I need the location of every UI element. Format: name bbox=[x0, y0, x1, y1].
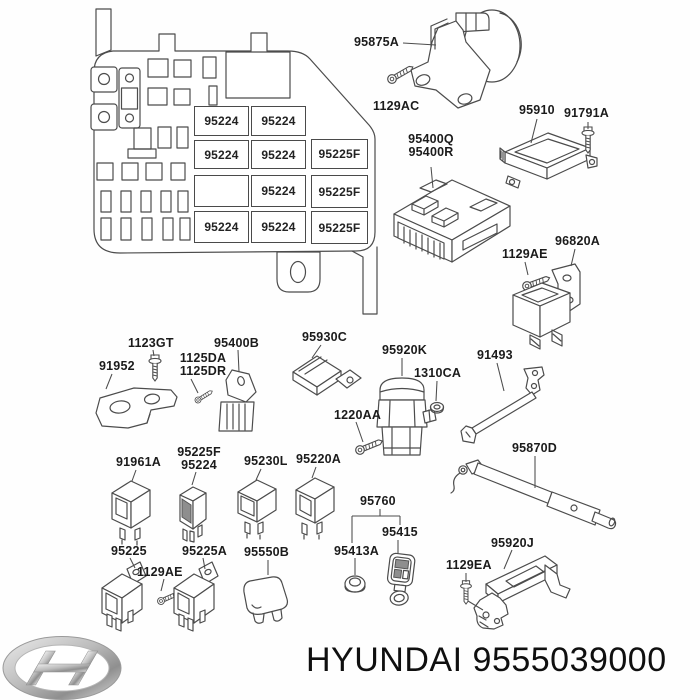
callout-1220aa: 1220AA bbox=[334, 408, 382, 422]
drawing-95413a-grommet bbox=[344, 575, 366, 593]
drawing-95550b-relay bbox=[243, 576, 289, 624]
callout-95550b: 95550B bbox=[244, 545, 289, 559]
fuse-cell-r2c3: 95225F bbox=[311, 139, 368, 169]
fuse-cell-r4c2: 95224 bbox=[251, 211, 306, 243]
callout-95225f: 95225F bbox=[177, 445, 221, 459]
hyundai-logo-icon bbox=[2, 636, 122, 700]
callout-95400r: 95400R bbox=[408, 145, 454, 159]
drawing-91961a-relay bbox=[111, 480, 151, 546]
fuse-cell-r3c2: 95224 bbox=[251, 175, 306, 207]
callout-96820a: 96820A bbox=[555, 234, 600, 248]
drawing-95875a-pump bbox=[410, 9, 522, 109]
callout-1129ae-top: 1129AE bbox=[502, 247, 548, 261]
callout-95224: 95224 bbox=[181, 458, 217, 472]
callout-1125dr: 1125DR bbox=[179, 364, 227, 378]
callout-95230l: 95230L bbox=[244, 454, 288, 468]
callout-95920j: 95920J bbox=[491, 536, 534, 550]
callout-95930c: 95930C bbox=[302, 330, 347, 344]
drawing-95230l-relay bbox=[237, 479, 277, 540]
fuse-cell-r2c1: 95224 bbox=[194, 140, 249, 169]
callout-95920k: 95920K bbox=[382, 343, 427, 357]
callout-95400b: 95400B bbox=[214, 336, 259, 350]
fuse-cell-r1c2: 95224 bbox=[251, 106, 306, 136]
callout-95225a: 95225A bbox=[182, 544, 227, 558]
drawing-95225a-relay bbox=[173, 561, 219, 632]
callout-95870d: 95870D bbox=[512, 441, 557, 455]
callout-95760: 95760 bbox=[360, 494, 396, 508]
callout-91961a: 91961A bbox=[116, 455, 161, 469]
callout-1129ae-bottom: 1129AE bbox=[137, 565, 183, 579]
drawing-95225-relay bbox=[101, 561, 147, 632]
fuse-cell-r4c1: 95224 bbox=[194, 211, 249, 243]
drawing-95220a-relay bbox=[295, 477, 335, 540]
callout-95400q-95400r: 95400Q 95400R bbox=[396, 133, 466, 159]
callout-95415: 95415 bbox=[382, 525, 418, 539]
callout-95400q: 95400Q bbox=[408, 132, 454, 146]
callout-91791a: 91791A bbox=[564, 106, 609, 120]
fuse-cell-r2c2: 95224 bbox=[251, 140, 306, 169]
drawing-95920k-pump bbox=[376, 377, 437, 456]
drawing-91493-bracket bbox=[460, 366, 545, 444]
fuse-cell-r1c1: 95224 bbox=[194, 106, 249, 136]
fuse-cell-r3c1-blank bbox=[194, 175, 249, 207]
drawing-95400b-sensor bbox=[218, 369, 257, 432]
callout-91493: 91493 bbox=[477, 348, 513, 362]
drawing-1220aa-screw bbox=[353, 436, 385, 457]
drawing-96820a-bracket-relay bbox=[512, 263, 581, 350]
drawing-95930c-sensor bbox=[292, 355, 362, 396]
fuse-cell-r4c3: 95225F bbox=[311, 211, 368, 244]
callout-91952: 91952 bbox=[99, 359, 135, 373]
callout-1310ca: 1310CA bbox=[414, 366, 462, 380]
drawing-1129ea-bolt bbox=[460, 580, 472, 605]
drawing-1123gt-bolt bbox=[148, 354, 162, 382]
callout-1125da-1125dr: 1125DA 1125DR bbox=[174, 352, 232, 378]
drawing-95400q-module bbox=[393, 179, 511, 263]
drawing-1129ac-screw bbox=[385, 62, 416, 86]
fuse-cell-r3c3: 95225F bbox=[311, 175, 368, 208]
callout-1125da: 1125DA bbox=[179, 351, 227, 365]
callout-95413a: 95413A bbox=[334, 544, 379, 558]
callout-95220a: 95220A bbox=[296, 452, 341, 466]
brand-name: HYUNDAI bbox=[306, 641, 463, 679]
callout-1123gt: 1123GT bbox=[128, 336, 174, 350]
callout-95225: 95225 bbox=[111, 544, 147, 558]
callout-1129ac: 1129AC bbox=[373, 99, 420, 113]
drawing-95870d-antenna bbox=[450, 459, 617, 530]
drawing-91952-plate bbox=[95, 387, 178, 429]
drawing-1310ca-nut bbox=[429, 401, 445, 414]
callout-95225f-95224: 95225F 95224 bbox=[172, 446, 226, 472]
leader-lines bbox=[105, 42, 589, 611]
drawing-95225f-relay bbox=[179, 486, 207, 543]
drawing-95910-module bbox=[499, 132, 598, 189]
drawing-95415-keyfob bbox=[386, 552, 416, 606]
callout-1129ea: 1129EA bbox=[446, 558, 492, 572]
callout-95875a: 95875A bbox=[354, 35, 399, 49]
part-number: 9555039000 bbox=[472, 641, 667, 679]
drawing-95920j-module bbox=[473, 555, 571, 630]
callout-95910: 95910 bbox=[519, 103, 555, 117]
